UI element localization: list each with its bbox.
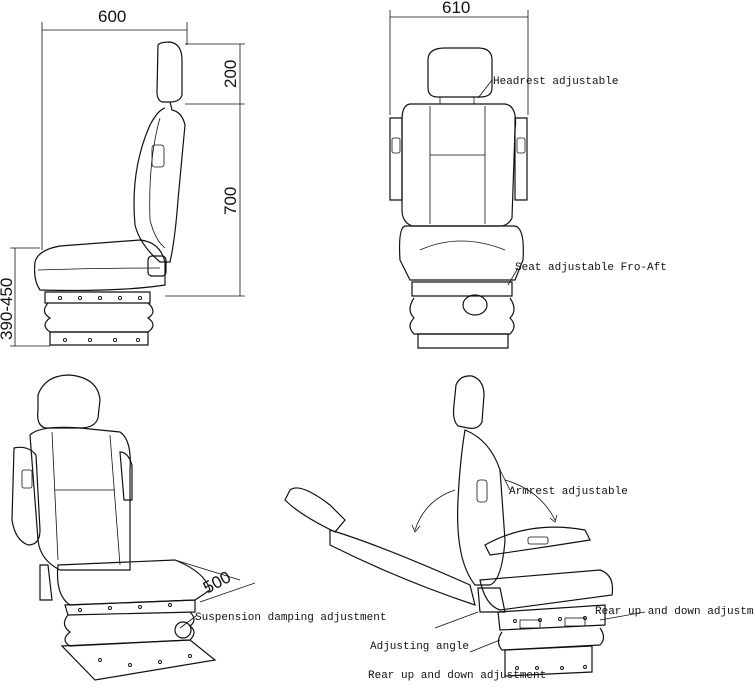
dim-side-depth: 600 bbox=[98, 7, 126, 26]
label-rear-up-down-right: Rear up and down adjustment bbox=[595, 606, 754, 618]
dim-seat-height-range: 390-450 bbox=[0, 278, 16, 340]
label-seat-fore-aft: Seat adjustable Fro-Aft bbox=[515, 262, 667, 274]
label-suspension-damping: Suspension damping adjustment bbox=[195, 612, 386, 624]
dim-headrest-height: 200 bbox=[221, 60, 240, 88]
dim-front-width: 610 bbox=[442, 0, 470, 17]
label-rear-up-down-bottom: Rear up and down adjustment bbox=[368, 670, 546, 682]
front-view-seat bbox=[389, 47, 528, 349]
perspective-view-seat bbox=[11, 374, 256, 681]
side-view-dimensions bbox=[10, 22, 245, 347]
label-armrest-adjustable: Armrest adjustable bbox=[509, 486, 628, 498]
front-view-dimensions bbox=[389, 10, 529, 286]
label-adjusting-angle: Adjusting angle bbox=[370, 641, 469, 653]
side-view-seat bbox=[33, 41, 186, 346]
label-headrest-adjustable: Headrest adjustable bbox=[493, 76, 618, 88]
dim-backrest-height: 700 bbox=[221, 187, 240, 215]
reclined-view-seat bbox=[284, 375, 646, 677]
